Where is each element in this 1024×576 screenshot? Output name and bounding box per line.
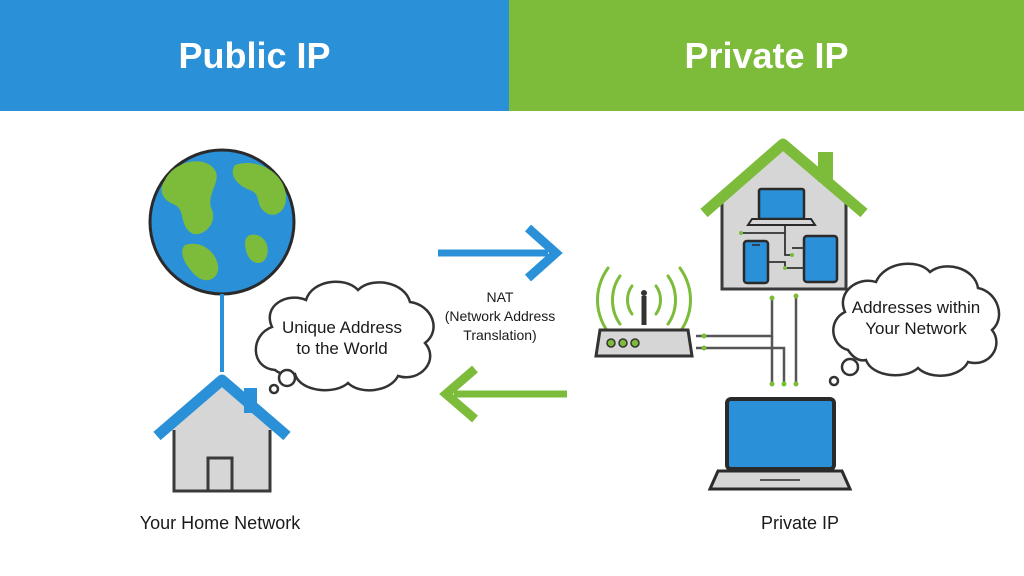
bubble-right-text: Addresses within Your Network xyxy=(836,297,996,339)
bubble-line: Addresses within xyxy=(851,298,981,317)
nat-line: Translation) xyxy=(463,327,537,343)
laptop-icon xyxy=(707,397,853,491)
private-ip-banner: Private IP xyxy=(509,0,1024,111)
nat-line: (Network Address xyxy=(444,308,556,324)
bubble-line: Unique Address xyxy=(281,318,403,337)
router-links xyxy=(696,293,799,387)
thought-bubble-icon xyxy=(828,262,1001,387)
router-icon xyxy=(594,290,694,358)
public-ip-banner: Public IP xyxy=(0,0,509,111)
thought-bubble-icon xyxy=(254,280,435,395)
home-network-caption: Your Home Network xyxy=(139,513,301,533)
bubble-line: Your Network xyxy=(865,319,967,338)
phone-icon xyxy=(742,239,770,285)
laptop-icon xyxy=(746,187,817,226)
home-icon xyxy=(153,374,291,493)
nat-line: NAT xyxy=(486,289,514,305)
arrow-left-icon xyxy=(439,365,567,423)
globe-icon xyxy=(148,148,296,296)
public-ip-title: Public IP xyxy=(178,34,331,76)
private-ip-caption: Private IP xyxy=(760,513,840,533)
house-wiring xyxy=(739,226,804,270)
private-ip-title: Private IP xyxy=(684,34,849,76)
bubble-left-text: Unique Address to the World xyxy=(262,317,422,359)
arrow-right-icon xyxy=(438,224,563,282)
nat-label: NAT (Network Address Translation) xyxy=(420,288,580,345)
tablet-icon xyxy=(802,234,839,284)
wifi-signal-icon xyxy=(596,266,692,334)
bubble-line: to the World xyxy=(296,339,388,358)
